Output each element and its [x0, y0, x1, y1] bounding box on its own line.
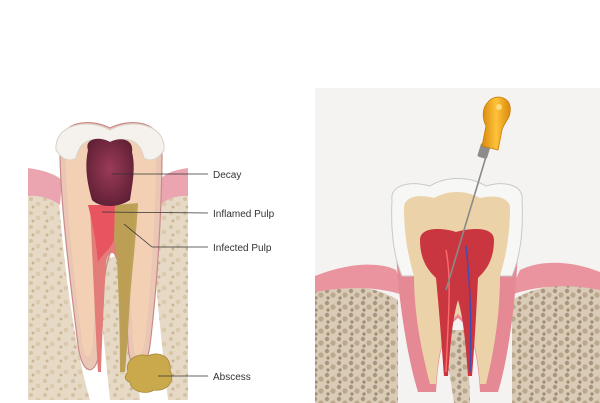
nerve-red: [445, 249, 450, 373]
right-gum-right: [508, 262, 600, 296]
right-gum-left: [315, 264, 406, 296]
label-infected-pulp: Infected Pulp: [213, 243, 272, 254]
abscess: [124, 353, 173, 393]
dentin: [66, 135, 156, 357]
right-bone-r: [512, 284, 600, 403]
file-shaft: [445, 149, 489, 291]
left-gum: [28, 168, 62, 205]
right-gum: [160, 168, 188, 205]
label-decay: Decay: [213, 170, 242, 181]
label-abscess: Abscess: [213, 372, 251, 383]
infected-pulp: [114, 203, 138, 372]
file-handle: [481, 96, 511, 151]
leader-inflamed: [101, 211, 209, 214]
leader-infected: [123, 223, 153, 248]
inflamed-pulp: [88, 205, 115, 262]
decay: [86, 138, 134, 206]
nerve-blue: [465, 245, 472, 373]
infected-tooth-figure: [28, 122, 209, 400]
file-handle-hole: [496, 104, 502, 110]
treated-pulp: [420, 229, 494, 376]
root-canal-figure: [315, 88, 600, 403]
enamel: [55, 123, 165, 161]
label-inflamed-pulp: Inflamed Pulp: [213, 209, 275, 220]
right-bone: [315, 286, 398, 403]
left-bone: [28, 190, 90, 400]
